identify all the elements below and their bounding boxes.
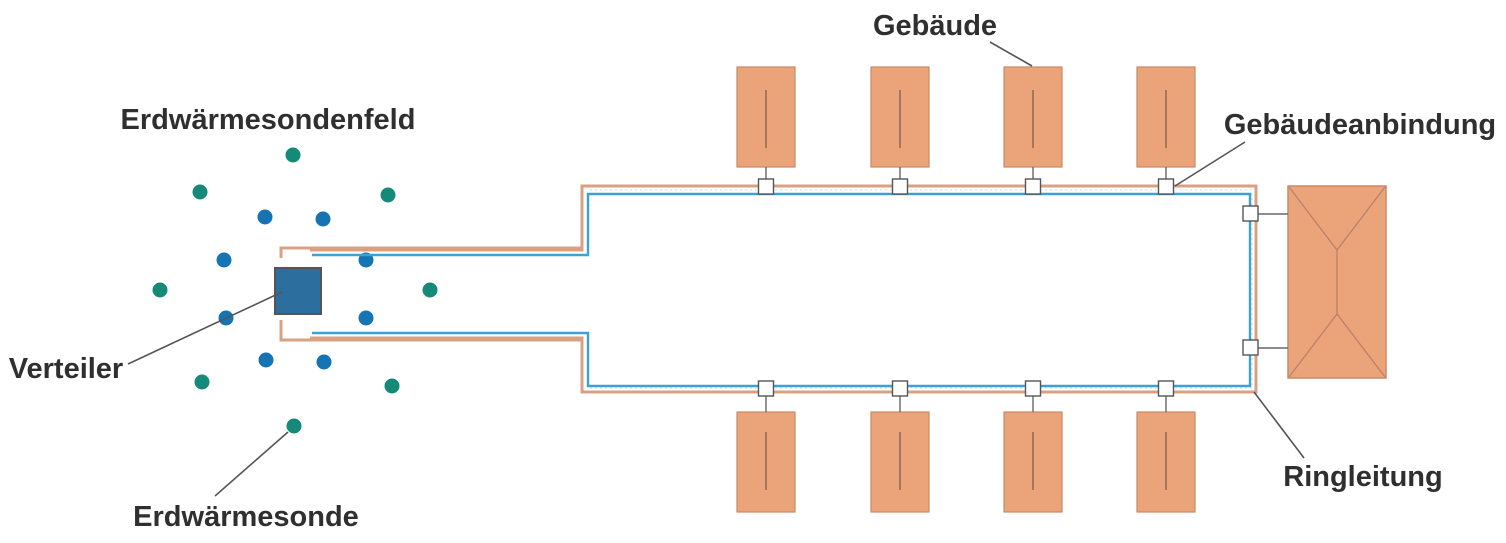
label-erdwaermesonde: Erdwärmesonde <box>133 501 359 533</box>
connection-node-icon <box>1024 178 1042 195</box>
connection-node-icon <box>1242 339 1259 356</box>
geothermal-probe-dot-icon <box>422 282 438 298</box>
geothermal-probe-dot-icon <box>152 282 168 298</box>
geothermal-probe-dot-icon <box>192 184 208 200</box>
geothermal-probe-dot-icon <box>194 374 210 390</box>
leader-verteiler <box>127 291 283 365</box>
distributor-pipe-frame <box>279 246 583 258</box>
geothermal-probe-dot-icon <box>315 211 331 227</box>
label-gebaeude: Gebäude <box>873 10 997 42</box>
label-verteiler: Verteiler <box>9 353 123 385</box>
leader-erdwaermesonde <box>214 431 289 497</box>
connection-node-icon <box>1024 380 1042 397</box>
connection-node-icon <box>757 380 775 397</box>
distributor-box-icon <box>274 267 322 315</box>
buildings <box>736 66 1196 513</box>
connection-node-icon <box>1157 178 1175 195</box>
ring-pipe-outer <box>310 184 1258 394</box>
geothermal-probe-dot-icon <box>257 209 273 225</box>
large-building-roof-lines <box>1288 186 1386 378</box>
geothermal-probe-dot-icon <box>316 354 332 370</box>
connection-node-icon <box>891 380 909 397</box>
geothermal-probe-dot-icon <box>286 418 302 434</box>
connection-node-icon <box>891 178 909 195</box>
label-erdwaermesondenfeld: Erdwärmesondenfeld <box>121 104 416 136</box>
geothermal-probe-dot-icon <box>358 310 374 326</box>
label-ringleitung: Ringleitung <box>1283 461 1442 493</box>
geothermal-probe-dot-icon <box>380 187 396 203</box>
leader-gebaeudeanbindung <box>1174 141 1246 187</box>
distributor-pipe-frame-bottom <box>279 320 583 342</box>
connection-node-icon <box>1157 380 1175 397</box>
geothermal-probe-dot-icon <box>384 378 400 394</box>
ring-pipe-dotted <box>590 189 1253 389</box>
leader-ringleitung <box>1253 391 1305 459</box>
geothermal-probe-dot-icon <box>258 352 274 368</box>
label-gebaeudeanbindung: Gebäudeanbindung <box>1224 109 1496 141</box>
large-building <box>1242 185 1387 379</box>
connection-node-icon <box>757 178 775 195</box>
connection-node-icon <box>1242 205 1259 222</box>
ring-pipe-inner <box>312 192 1252 388</box>
leader-gebaeude <box>989 41 1033 67</box>
geothermal-probe-dot-icon <box>358 252 374 268</box>
geothermal-probe-dot-icon <box>216 252 232 268</box>
geothermal-probe-dot-icon <box>285 147 301 163</box>
probe-field <box>152 147 438 434</box>
